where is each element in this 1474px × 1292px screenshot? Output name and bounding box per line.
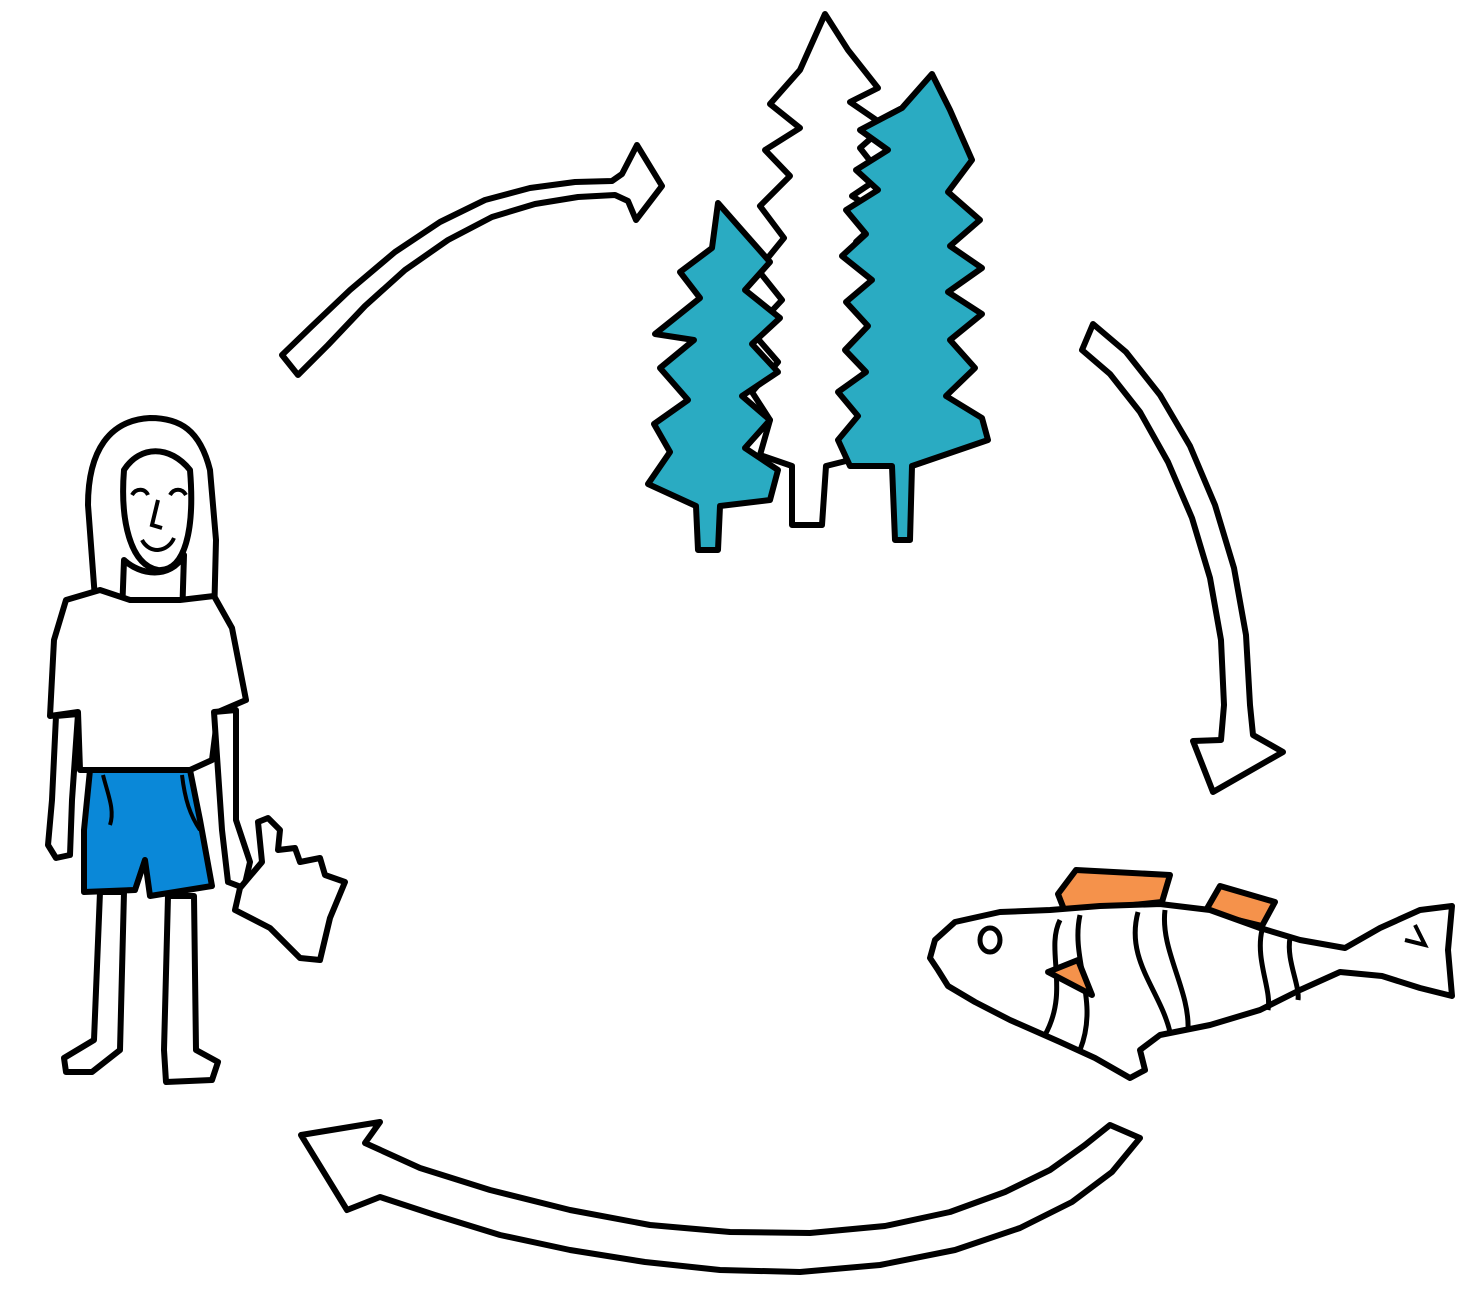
person-bag [235,818,345,960]
arrow-person-to-trees [282,145,662,375]
fish-body [930,904,1452,1078]
person-right-leg [164,896,218,1082]
arrow-fish-to-person [301,1122,1140,1272]
person-icon [48,418,345,1082]
fish-eye [980,928,1000,952]
trees-icon [648,14,988,550]
person-right-arm [214,710,250,888]
teal-tree-left [648,203,780,550]
fish-icon [930,870,1452,1078]
person-left-leg [64,892,124,1072]
person-left-arm [48,714,78,858]
arrow-trees-to-fish [1082,324,1283,792]
person-shorts [84,770,212,896]
